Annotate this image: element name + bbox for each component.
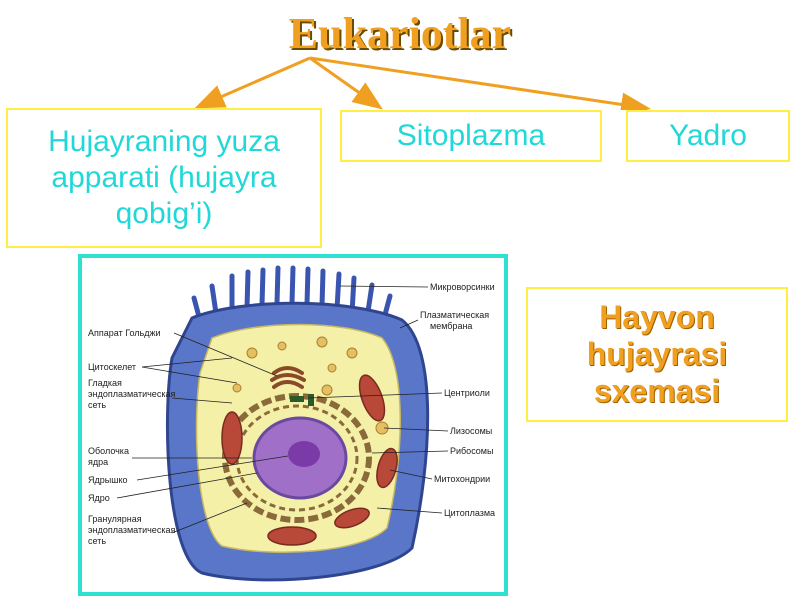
label-ribosomes: Рибосомы: [450, 446, 493, 456]
surface-apparatus-box: Hujayraning yuza apparati (hujayra qobig…: [6, 108, 322, 248]
surface-apparatus-text: Hujayraning yuza apparati (hujayra qobig…: [48, 125, 280, 230]
animal-cell-diagram: Аппарат Гольджи Цитоскелет Гладкая эндоп…: [88, 265, 495, 582]
arrow-to-surface: [194, 56, 311, 109]
left-leader-lines: [116, 332, 289, 534]
label-mitochondria: Митохондрии: [434, 474, 490, 484]
label-centrioles: Центриоли: [444, 388, 490, 398]
nucleus-text: Yadro: [669, 119, 747, 152]
label-nucleus: Ядро: [88, 493, 110, 503]
label-lysosomes: Лизосомы: [450, 426, 492, 436]
label-cytoplasm: Цитоплазма: [444, 508, 495, 518]
cell-diagram-frame: Аппарат Гольджи Цитоскелет Гладкая эндоп…: [78, 254, 508, 596]
label-plasma-membrane-2: мембрана: [430, 321, 472, 331]
vesicles: [232, 336, 389, 435]
microvilli: [191, 265, 393, 331]
arrow-to-cytoplasm: [309, 56, 383, 110]
cytoplasm-box: Sitoplazma: [340, 110, 602, 162]
label-nucleolus: Ядрышко: [88, 475, 128, 485]
right-leader-lines: [307, 285, 449, 514]
left-labels: Аппарат Гольджи Цитоскелет Гладкая эндоп…: [88, 328, 175, 546]
nucleus-box: Yadro: [626, 110, 790, 162]
label-nuclear-envelope-1: Оболочка: [88, 446, 129, 456]
connector-arrows: [194, 56, 651, 110]
cytoplasm-text: Sitoplazma: [396, 119, 546, 152]
label-smooth-er-3: сеть: [88, 400, 106, 410]
golgi-apparatus: [270, 366, 306, 389]
label-rough-er-1: Гранулярная: [88, 514, 142, 524]
label-rough-er-2: эндоплазматическая: [88, 525, 175, 535]
mitochondria: [221, 374, 398, 546]
centrioles: [290, 394, 314, 406]
label-microvilli: Микроворсинки: [430, 282, 495, 292]
page-title: Eukariotlar: [288, 9, 512, 58]
label-smooth-er-2: эндоплазматическая: [88, 389, 175, 399]
label-cytoskeleton: Цитоскелет: [88, 362, 136, 372]
arrow-to-nucleus: [309, 56, 651, 110]
caption-box: Hayvon hujayrasi sxemasi: [526, 287, 788, 422]
label-plasma-membrane-1: Плазматическая: [420, 310, 489, 320]
label-golgi: Аппарат Гольджи: [88, 328, 161, 338]
right-labels: Микроворсинки Плазматическая мембрана Це…: [420, 282, 495, 518]
label-smooth-er-1: Гладкая: [88, 378, 122, 388]
caption-text: Hayvon hujayrasi sxemasi: [586, 299, 728, 409]
nucleolus: [288, 441, 320, 467]
label-rough-er-3: сеть: [88, 536, 106, 546]
label-nuclear-envelope-2: ядра: [88, 457, 108, 467]
